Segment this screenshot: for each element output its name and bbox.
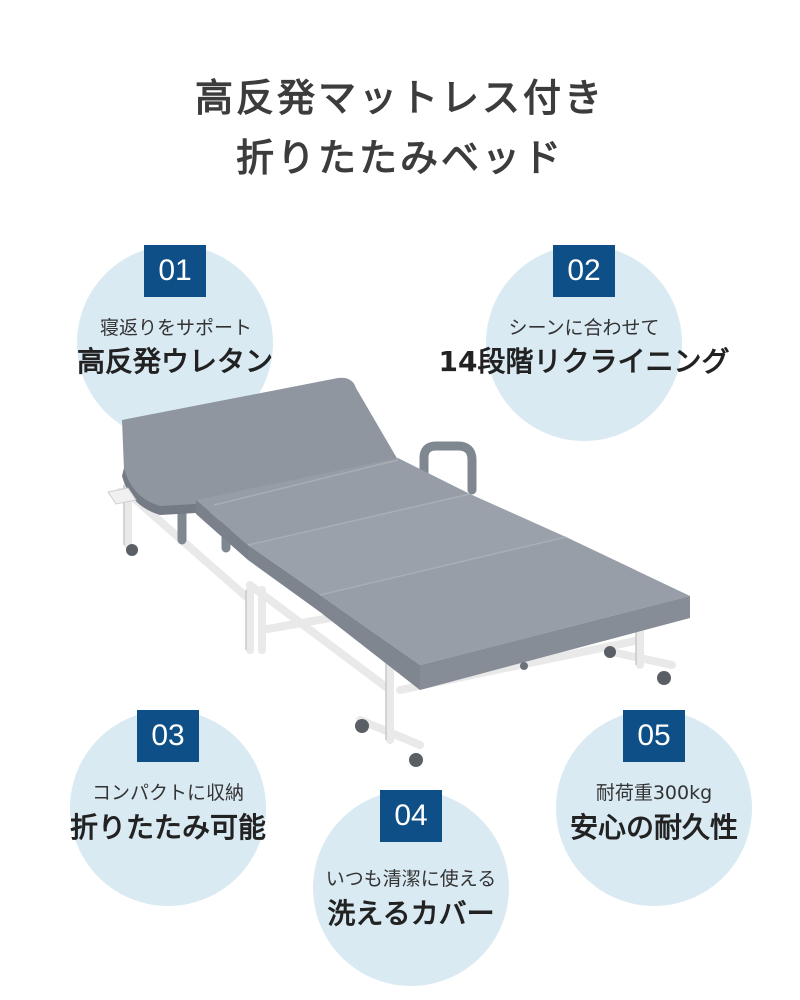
feature-05-title: 安心の耐久性 (569, 811, 738, 844)
feature-04-title: 洗えるカバー (327, 897, 495, 930)
feature-01-subtitle: 寝返りをサポート (99, 317, 252, 339)
feature-04-circle: 04 (313, 790, 509, 986)
headline-line-1: 高反発マットレス付き (194, 76, 605, 120)
feature-02-circle: 02 (486, 245, 682, 441)
feature-03-circle: 03 (70, 710, 266, 906)
feature-05-badge: 05 (623, 710, 685, 762)
feature-02-subtitle: シーンに合わせて (508, 317, 660, 339)
headline: 高反発マットレス付き 折りたたみベッド (0, 68, 800, 188)
feature-05-subtitle: 耐荷重300kg (595, 782, 713, 804)
feature-02-title: 14段階リクライニング (438, 345, 730, 378)
headline-line-2: 折りたたみベッド (235, 136, 564, 180)
feature-03-badge: 03 (137, 710, 199, 762)
feature-01-badge: 01 (144, 245, 206, 297)
feature-04-subtitle: いつも清潔に使える (325, 868, 497, 890)
feature-02-badge: 02 (553, 245, 615, 297)
feature-04-badge: 04 (380, 790, 442, 842)
feature-05-circle: 05 (556, 710, 752, 906)
feature-03-subtitle: コンパクトに収納 (91, 782, 244, 804)
feature-03-title: 折りたたみ可能 (69, 811, 266, 844)
feature-01-title: 高反発ウレタン (76, 345, 273, 378)
